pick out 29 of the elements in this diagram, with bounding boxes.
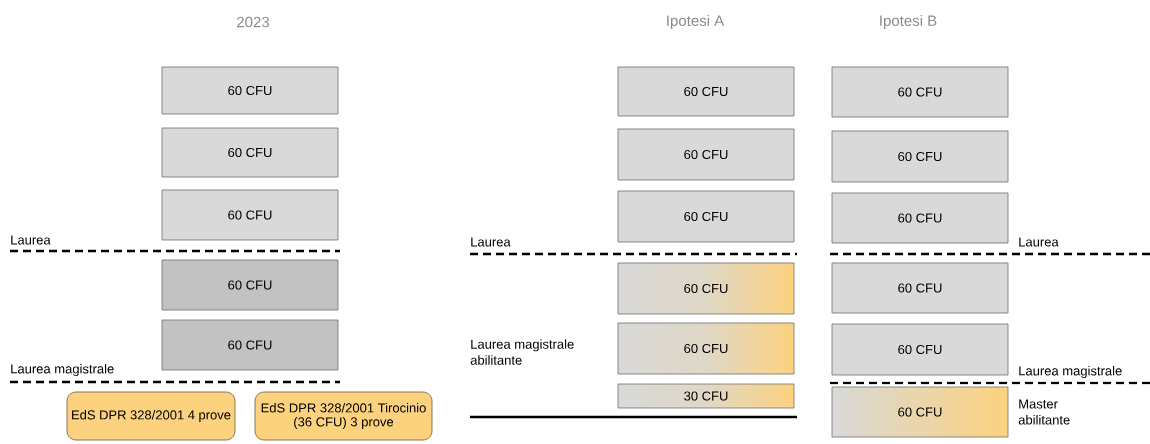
credit-box: 60 CFU bbox=[617, 262, 795, 315]
exam-box: EdS DPR 328/2001 Tirocinio (36 CFU) 3 prove bbox=[254, 391, 433, 441]
level-label: Laurea bbox=[1019, 237, 1059, 247]
credit-box: 60 CFU bbox=[831, 386, 1009, 438]
credit-box: 60 CFU bbox=[161, 127, 339, 178]
level-label: Laurea magistrale bbox=[11, 363, 114, 377]
credit-box: 60 CFU bbox=[831, 192, 1009, 244]
level-label: Laurea bbox=[11, 235, 51, 245]
column-heading: 2023 bbox=[237, 16, 269, 28]
credit-box: 60 CFU bbox=[161, 259, 339, 311]
credit-box: 60 CFU bbox=[617, 128, 795, 181]
level-label: Laurea bbox=[471, 237, 511, 247]
column-heading: Ipotesi B bbox=[880, 15, 937, 29]
credit-box: 60 CFU bbox=[161, 189, 339, 241]
credit-box: 60 CFU bbox=[617, 322, 795, 375]
credit-box: 30 CFU bbox=[617, 383, 795, 409]
level-label: Master abilitante bbox=[1018, 399, 1070, 425]
column-heading: Ipotesi A bbox=[667, 15, 725, 29]
level-label: Laurea magistrale bbox=[1019, 365, 1122, 379]
credit-box: 60 CFU bbox=[161, 66, 339, 115]
exam-box: EdS DPR 328/2001 4 prove bbox=[66, 391, 236, 441]
credit-box: 60 CFU bbox=[161, 319, 339, 371]
credit-box: 60 CFU bbox=[831, 323, 1009, 376]
level-label: Laurea magistrale abilitante bbox=[470, 339, 574, 365]
credit-box: 60 CFU bbox=[617, 66, 795, 117]
credit-box: 60 CFU bbox=[831, 66, 1009, 118]
credit-box: 60 CFU bbox=[831, 262, 1009, 314]
credit-box: 60 CFU bbox=[617, 190, 795, 243]
credit-box: 60 CFU bbox=[831, 130, 1009, 183]
